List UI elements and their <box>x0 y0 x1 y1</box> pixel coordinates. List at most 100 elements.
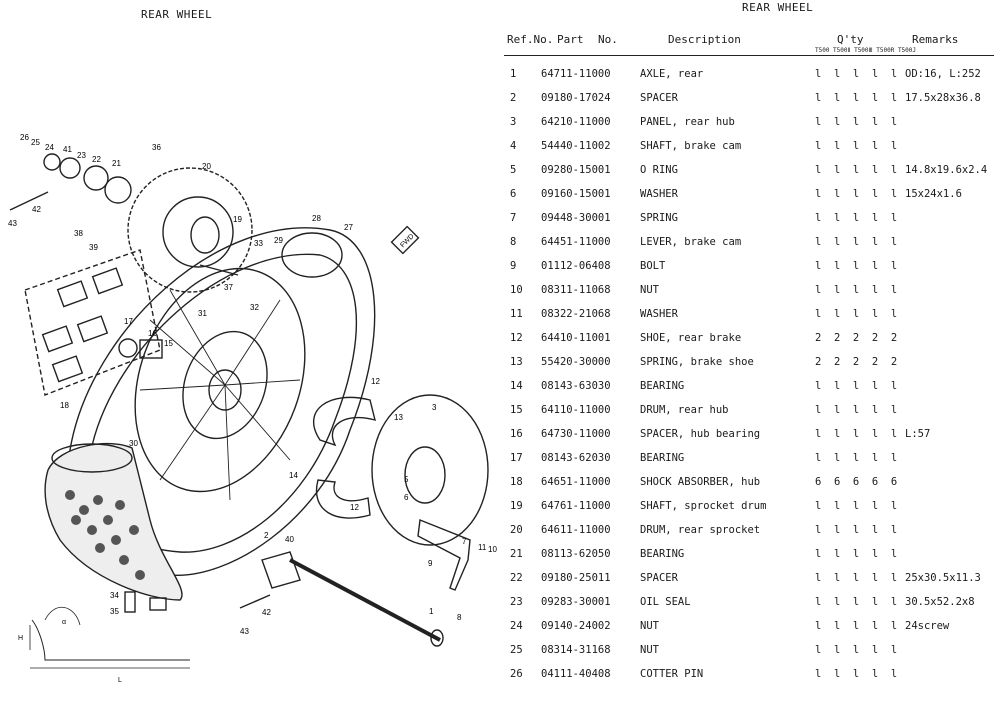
svg-text:16: 16 <box>148 329 157 338</box>
part-number: 54440-11002 <box>541 140 611 152</box>
svg-text:10: 10 <box>488 545 497 554</box>
quantity: l l l l l <box>815 668 898 680</box>
svg-text:24: 24 <box>45 143 54 152</box>
rim <box>134 267 306 493</box>
svg-text:12: 12 <box>350 503 359 512</box>
col-part-header: Part <box>557 33 584 46</box>
description: SPRING, brake shoe <box>640 356 754 368</box>
quantity: l l l l l <box>815 164 898 176</box>
part-number: 64730-11000 <box>541 428 611 440</box>
quantity: 6 6 6 6 6 <box>815 476 898 488</box>
shock-absorbers <box>24 249 161 396</box>
svg-text:1: 1 <box>429 607 434 616</box>
description: NUT <box>640 620 659 632</box>
ref-number: 20 <box>510 524 523 536</box>
description: OIL SEAL <box>640 596 691 608</box>
table-row: 3 64210-11000 PANEL, rear hub l l l l l <box>500 116 1000 140</box>
part-number: 64410-11001 <box>541 332 611 344</box>
svg-text:19: 19 <box>233 215 242 224</box>
svg-text:11: 11 <box>478 543 487 552</box>
svg-text:38: 38 <box>74 229 83 238</box>
ref-number: 1 <box>510 68 517 80</box>
col-description-header: Description <box>668 33 741 46</box>
ref-number: 15 <box>510 404 523 416</box>
tire-section <box>44 442 183 601</box>
quantity: l l l l l <box>815 92 898 104</box>
part-number: 64651-11000 <box>541 476 611 488</box>
description: WASHER <box>640 308 678 320</box>
svg-text:34: 34 <box>110 591 119 600</box>
svg-text:13: 13 <box>394 413 403 422</box>
axle <box>289 558 441 642</box>
svg-text:2: 2 <box>264 531 269 540</box>
part-number: 09448-30001 <box>541 212 611 224</box>
ref-number: 4 <box>510 140 517 152</box>
ref-number: 7 <box>510 212 517 224</box>
qty-model-codes: T500 T500Ⅱ T500Ⅲ T500R T500J <box>815 47 917 54</box>
ref-number: 5 <box>510 164 517 176</box>
part-number: 04111-40408 <box>541 668 611 680</box>
svg-text:40: 40 <box>285 535 294 544</box>
col-ref-header: Ref.No. <box>507 33 554 46</box>
col-no-header: No. <box>598 33 618 46</box>
svg-text:9: 9 <box>428 559 433 568</box>
description: PANEL, rear hub <box>640 116 735 128</box>
ref-number: 2 <box>510 92 517 104</box>
svg-text:41: 41 <box>63 145 72 154</box>
part-number: 09180-17024 <box>541 92 611 104</box>
svg-text:32: 32 <box>250 303 259 312</box>
remarks: OD:16, L:252 <box>905 68 981 80</box>
part-number: 09283-30001 <box>541 596 611 608</box>
fwd-label: FWD <box>399 233 415 249</box>
description: SPACER <box>640 92 678 104</box>
part-number: 08311-11068 <box>541 284 611 296</box>
quantity: l l l l l <box>815 572 898 584</box>
ref-number: 16 <box>510 428 523 440</box>
part-number: 64210-11000 <box>541 116 611 128</box>
quantity: l l l l l <box>815 140 898 152</box>
ref-number: 13 <box>510 356 523 368</box>
description: BEARING <box>640 452 685 464</box>
quantity: l l l l l <box>815 524 898 536</box>
ref-number: 9 <box>510 260 517 272</box>
svg-text:39: 39 <box>89 243 98 252</box>
ref-number: 3 <box>510 116 517 128</box>
quantity: l l l l l <box>815 308 898 320</box>
svg-text:α: α <box>62 619 66 626</box>
svg-text:6: 6 <box>404 493 409 502</box>
remarks: 25x30.5x11.3 <box>905 572 981 584</box>
svg-text:12: 12 <box>371 377 380 386</box>
svg-text:14: 14 <box>289 471 298 480</box>
ref-number: 18 <box>510 476 523 488</box>
parts-list: Ref.No. Part No. Description Q'ty Remark… <box>500 0 1000 701</box>
description: SHAFT, brake cam <box>640 140 742 152</box>
tread-blocks <box>65 490 145 580</box>
quantity: l l l l l <box>815 116 898 128</box>
ref-number: 25 <box>510 644 523 656</box>
description: COTTER PIN <box>640 668 704 680</box>
sprocket <box>127 167 253 293</box>
diagram-title: REAR WHEEL <box>141 8 213 21</box>
part-number: 08143-63030 <box>541 380 611 392</box>
svg-text:20: 20 <box>202 162 211 171</box>
svg-text:3: 3 <box>432 403 437 412</box>
brake-panel <box>371 394 489 546</box>
rim-profile-sketch <box>31 619 190 661</box>
quantity: l l l l l <box>815 404 898 416</box>
col-qty-header: Q'ty <box>837 33 864 46</box>
ref-number: 6 <box>510 188 517 200</box>
ref-number: 11 <box>510 308 523 320</box>
svg-text:35: 35 <box>110 607 119 616</box>
tube <box>281 232 343 278</box>
